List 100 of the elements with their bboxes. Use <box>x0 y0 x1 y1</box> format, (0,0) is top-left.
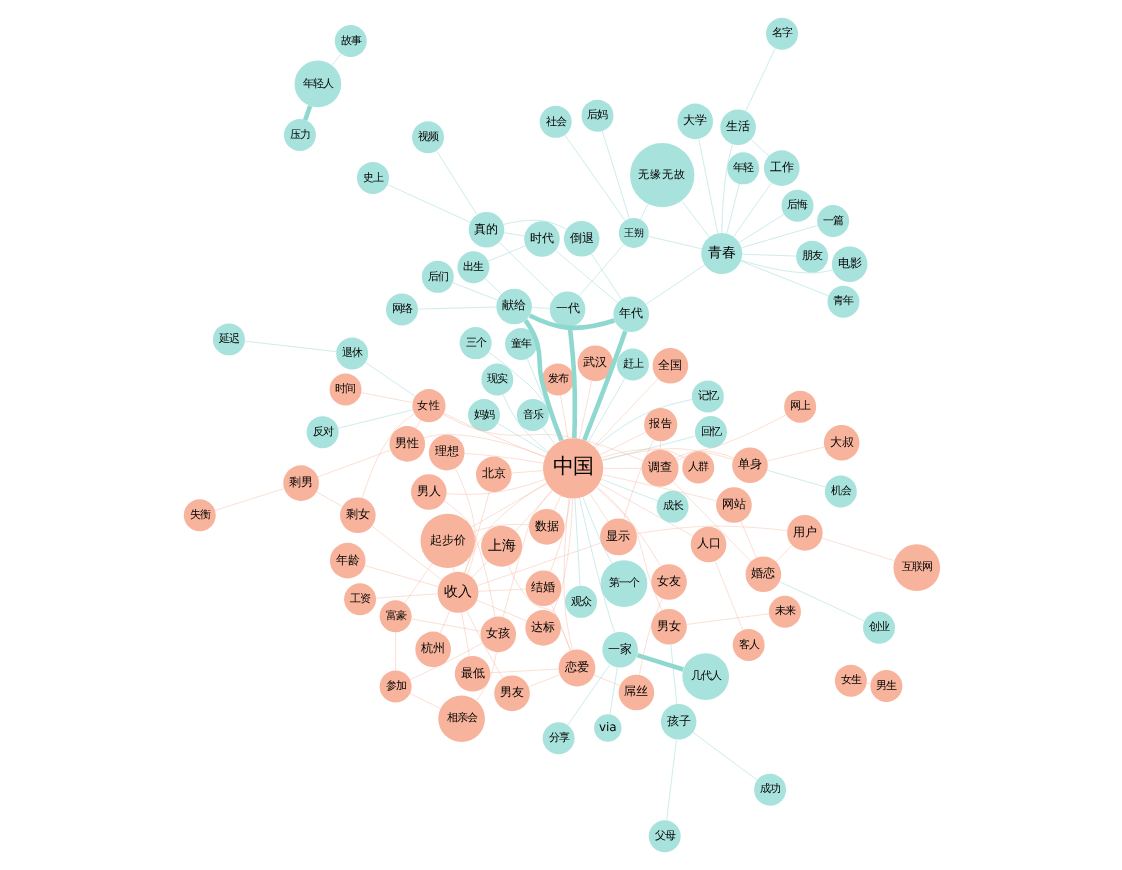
connector <box>697 138 717 234</box>
connector <box>463 491 489 574</box>
connector <box>316 449 390 478</box>
connector <box>522 319 563 442</box>
connector <box>566 664 610 726</box>
connector <box>725 183 739 234</box>
connector <box>669 644 677 705</box>
connector <box>502 220 566 230</box>
connector <box>578 497 614 633</box>
connector <box>445 479 545 495</box>
connector <box>514 490 552 532</box>
connector <box>435 150 477 215</box>
connector <box>601 130 629 219</box>
connector <box>592 674 620 686</box>
connector <box>608 667 617 715</box>
connector <box>559 395 568 439</box>
connector <box>510 470 543 474</box>
connector <box>507 565 570 651</box>
connector <box>593 399 692 448</box>
connector <box>527 674 559 687</box>
connector <box>563 134 625 221</box>
connector <box>496 423 547 454</box>
connector <box>674 450 733 459</box>
connector <box>566 326 577 439</box>
connector <box>403 563 432 604</box>
connector <box>549 498 570 572</box>
connector <box>778 581 864 622</box>
connector <box>714 561 742 631</box>
connector <box>498 242 554 297</box>
connector <box>581 496 612 564</box>
connector <box>691 732 757 781</box>
connector <box>740 225 817 248</box>
connector <box>460 612 469 657</box>
connector <box>766 446 824 462</box>
connector <box>475 600 526 622</box>
connector <box>472 524 529 532</box>
connector <box>501 489 552 618</box>
connector <box>361 413 414 499</box>
connector <box>541 427 555 445</box>
connector <box>638 598 662 675</box>
connector <box>475 652 496 701</box>
connector <box>415 419 420 429</box>
connector <box>578 380 591 439</box>
connector <box>408 693 440 709</box>
connector <box>685 613 769 625</box>
connector <box>552 495 560 511</box>
connector <box>766 470 825 488</box>
connector <box>602 468 641 469</box>
connector <box>590 253 621 300</box>
node-circle: 中国 <box>542 438 603 499</box>
connector <box>330 53 341 66</box>
connector <box>554 250 617 303</box>
connector <box>739 260 832 274</box>
connector <box>487 245 525 262</box>
connector <box>530 307 549 309</box>
connector <box>394 632 395 671</box>
connector <box>573 498 580 587</box>
connector <box>680 200 709 238</box>
connector <box>551 498 572 613</box>
connector <box>578 244 624 296</box>
connector <box>410 618 480 632</box>
connector <box>422 434 545 457</box>
connector <box>600 448 733 461</box>
connector <box>374 593 437 599</box>
connector <box>820 537 894 561</box>
connector <box>439 610 450 634</box>
connector <box>744 48 775 112</box>
connector <box>442 414 643 462</box>
connector <box>476 542 601 586</box>
connector <box>600 479 657 502</box>
connector <box>527 313 615 331</box>
connector <box>477 588 525 592</box>
connector <box>601 474 716 501</box>
connector <box>665 739 676 821</box>
connector <box>315 491 342 507</box>
connector <box>739 260 828 297</box>
connector <box>732 182 771 237</box>
connector <box>487 352 563 441</box>
connector <box>470 483 547 528</box>
connector <box>336 409 413 429</box>
connector <box>720 144 732 234</box>
connector <box>370 526 441 580</box>
connector <box>581 330 627 441</box>
connector <box>470 560 487 578</box>
connector <box>739 521 756 558</box>
connector <box>243 340 336 352</box>
connector <box>562 498 572 651</box>
connector <box>635 652 683 672</box>
connector <box>465 610 502 679</box>
connector <box>644 264 704 305</box>
connector <box>454 468 475 575</box>
connector <box>592 378 658 447</box>
connector <box>588 493 608 522</box>
connector <box>442 413 545 458</box>
connector <box>639 203 648 220</box>
connector <box>550 604 570 651</box>
connector <box>774 545 792 562</box>
connector <box>443 500 495 617</box>
connector <box>600 448 685 459</box>
connector <box>363 565 438 587</box>
